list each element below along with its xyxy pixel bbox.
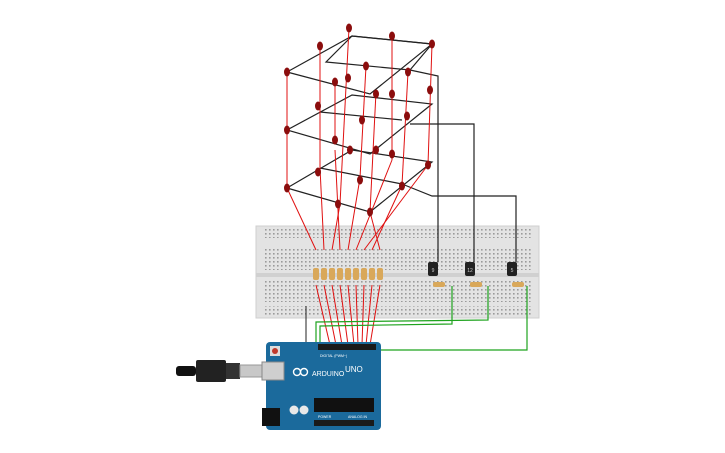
resistor	[361, 268, 367, 280]
terminal-strip-bottom	[264, 280, 532, 302]
led	[284, 183, 290, 193]
led	[405, 67, 411, 77]
transistor-label: 5	[511, 268, 514, 274]
column-resistors	[313, 268, 383, 280]
capacitor	[299, 405, 309, 415]
base-resistor	[512, 282, 524, 287]
led	[404, 111, 410, 121]
led	[357, 175, 363, 185]
layer-frame-middle	[285, 94, 434, 155]
power-label: POWER	[318, 415, 332, 419]
breadboard	[255, 225, 540, 319]
arduino-board: ARDUINO UNO DIGITAL (PWM~) POWER ANALOG …	[261, 342, 381, 430]
led	[315, 101, 321, 111]
led	[347, 145, 353, 155]
resistor	[353, 268, 359, 280]
layer-lead-1	[409, 69, 439, 262]
analog-label: ANALOG IN	[348, 415, 368, 419]
led	[363, 61, 369, 71]
led	[346, 23, 352, 33]
resistor	[313, 268, 319, 280]
resistor	[321, 268, 327, 280]
led	[317, 41, 323, 51]
digital-header	[318, 344, 376, 350]
led	[429, 39, 435, 49]
layer-lead-3	[401, 183, 517, 262]
usb-plug-icon	[176, 360, 267, 382]
board-brand-text: ARDUINO	[312, 371, 345, 378]
led	[389, 31, 395, 41]
led	[425, 160, 431, 170]
terminal-strip-top	[264, 248, 532, 270]
base-resistor	[433, 282, 445, 287]
transistor	[465, 262, 475, 276]
layer-lead-2	[410, 123, 475, 262]
capacitor	[289, 405, 299, 415]
power-analog-header	[314, 420, 374, 426]
digital-label: DIGITAL (PWM~)	[320, 354, 347, 358]
led	[284, 67, 290, 77]
led	[389, 149, 395, 159]
led	[373, 89, 379, 99]
power-rail-top	[264, 229, 532, 238]
breadboard-body	[255, 225, 540, 319]
led	[332, 135, 338, 145]
resistor	[377, 268, 383, 280]
led	[367, 207, 373, 217]
usb-socket	[261, 361, 285, 381]
power-jack	[262, 408, 280, 426]
led	[332, 77, 338, 87]
resistor	[329, 268, 335, 280]
resistor	[337, 268, 343, 280]
transistor	[428, 262, 438, 276]
led	[345, 73, 351, 83]
transistor	[507, 262, 517, 276]
resistor	[369, 268, 375, 280]
led	[315, 167, 321, 177]
transistors: 9 12 5	[428, 262, 524, 287]
led	[373, 145, 379, 155]
led-cube	[284, 23, 435, 217]
microcontroller-chip	[314, 398, 374, 412]
base-resistor	[470, 282, 482, 287]
layer-frame-bottom	[285, 149, 434, 213]
led	[427, 85, 433, 95]
resistor	[345, 268, 351, 280]
led	[359, 115, 365, 125]
transistor-label: 9	[432, 268, 435, 274]
power-rail-bottom	[264, 306, 532, 315]
board-model-text: UNO	[345, 365, 363, 374]
center-channel	[256, 273, 539, 277]
led	[389, 89, 395, 99]
led	[399, 181, 405, 191]
led	[284, 125, 290, 135]
led	[335, 199, 341, 209]
transistor-label: 12	[467, 268, 473, 274]
